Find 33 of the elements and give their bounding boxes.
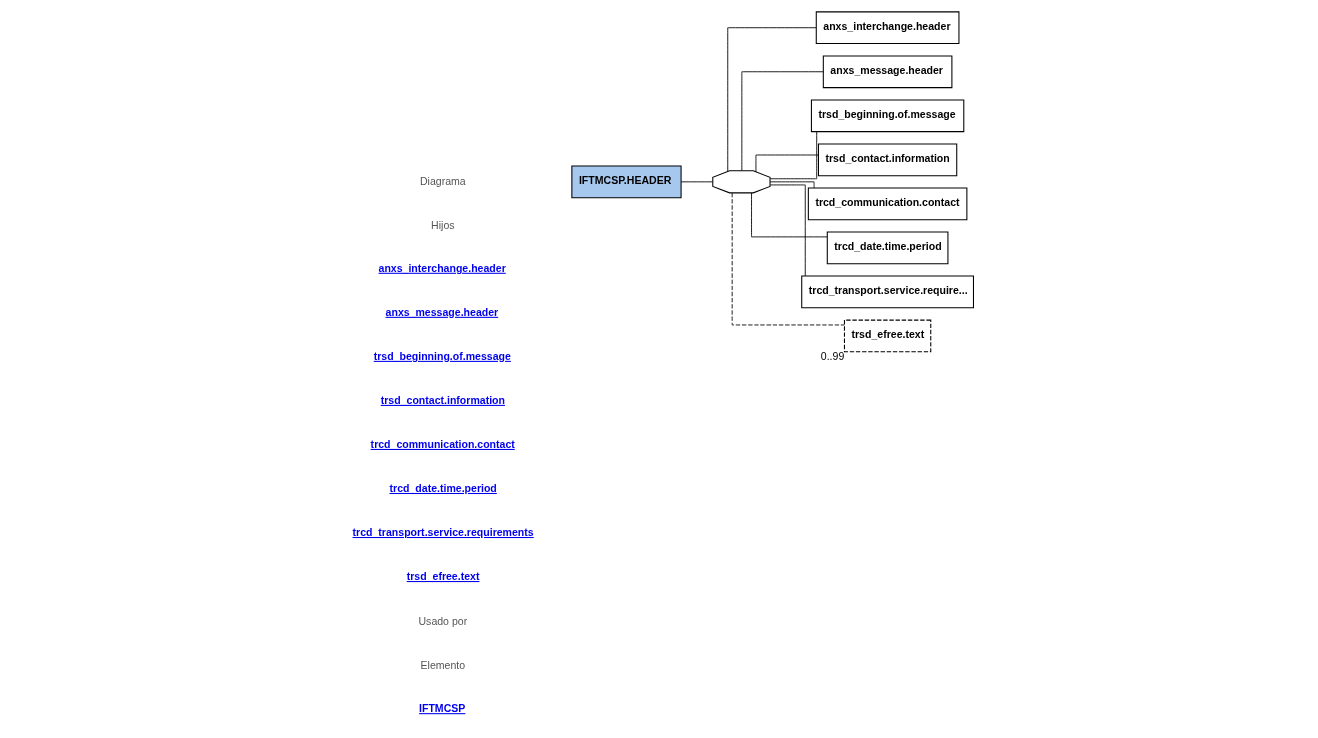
node-box: trsd_beginning.of.message <box>810 99 964 133</box>
label: anxs_interchange.header <box>378 261 506 274</box>
label: anxs_message.header <box>385 305 498 318</box>
label: trsd_contact.information <box>380 393 505 406</box>
connector <box>755 154 819 173</box>
node-box: anxs_interchange.header <box>815 11 959 45</box>
label: trcd_date.time.period <box>389 481 497 494</box>
connector <box>731 192 845 326</box>
connector <box>769 181 814 189</box>
connector <box>769 184 806 277</box>
node-box: trcd_communication.contact <box>807 187 967 221</box>
node-label: 0..99 <box>820 350 844 363</box>
node-box: trsd_contact.information <box>817 143 957 177</box>
connector <box>769 131 817 180</box>
label: trsd_efree.text <box>406 570 479 583</box>
label: Elemento <box>420 658 465 671</box>
label: trcd_transport.service.requirements <box>352 525 534 538</box>
connector <box>750 192 828 238</box>
label: trsd_beginning.of.message <box>373 349 511 362</box>
label: Hijos <box>430 218 455 231</box>
connector <box>740 71 824 171</box>
node-box: trsd_efree.text <box>843 319 931 353</box>
label: trcd_communication.contact <box>370 437 515 450</box>
node-box: IFTMCSP.HEADER <box>570 165 682 199</box>
label: Usado por <box>418 614 467 627</box>
connector <box>680 181 713 183</box>
node-box: anxs_message.header <box>822 55 952 89</box>
node-box: trcd_date.time.period <box>826 231 948 265</box>
connector <box>726 27 817 172</box>
node-octagon <box>711 170 771 194</box>
node-box: trcd_transport.service.require... <box>800 275 974 309</box>
label: Diagrama <box>419 174 466 187</box>
label: IFTMCSP <box>418 702 465 715</box>
